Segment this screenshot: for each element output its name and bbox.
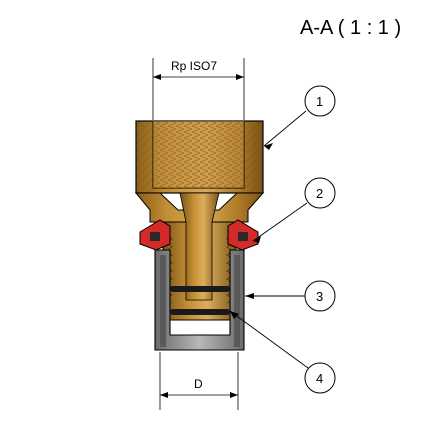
diameter-dimension-label: D — [194, 377, 203, 391]
red-seal — [139, 219, 259, 251]
callout-4: 4 — [229, 310, 336, 394]
callout-3: 3 — [245, 280, 336, 312]
thread-dimension: Rp ISO7 — [152, 58, 245, 120]
brass-body — [134, 120, 265, 321]
thread-dimension-label: Rp ISO7 — [171, 59, 217, 73]
callout-4-label: 4 — [316, 371, 323, 386]
gray-sleeve — [154, 249, 245, 351]
callout-1: 1 — [263, 85, 336, 150]
callout-3-label: 3 — [316, 289, 323, 304]
o-rings — [170, 286, 230, 315]
callout-2-label: 2 — [316, 186, 323, 201]
view-title: A-A ( 1 : 1 ) — [300, 17, 401, 39]
callout-1-label: 1 — [316, 94, 323, 109]
callout-2: 2 — [252, 177, 336, 243]
diameter-dimension: D — [159, 352, 239, 410]
